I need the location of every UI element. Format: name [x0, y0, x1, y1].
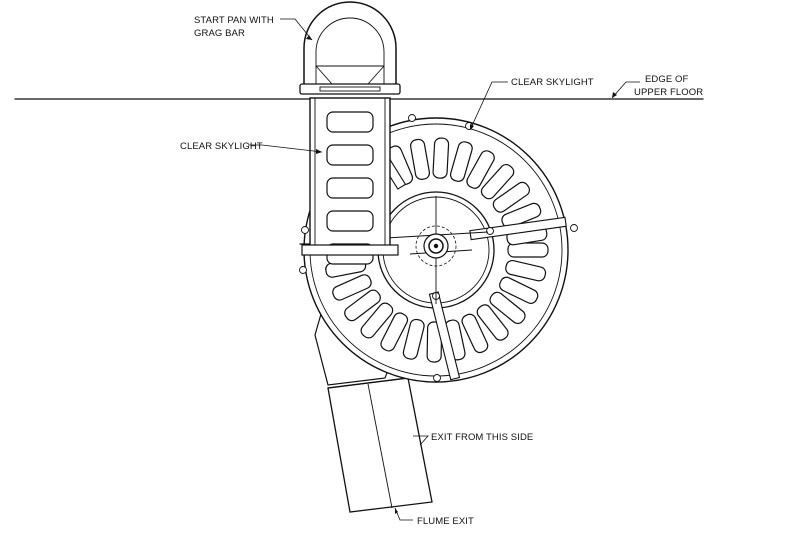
spiral-window	[505, 259, 547, 282]
spiral-window	[432, 137, 450, 179]
start-pan	[299, 1, 401, 95]
spiral-window	[410, 138, 431, 180]
edge-of-floor-label-line1: EDGE OF	[645, 74, 689, 85]
spiral-window	[402, 318, 425, 360]
spiral-window	[360, 302, 394, 339]
flange-bolts	[299, 114, 578, 382]
edge-of-floor-label-line2: UPPER FLOOR	[634, 87, 703, 98]
annotations: START PAN WITH GRAG BAR CLEAR SKYLIGHT C…	[180, 15, 703, 527]
spiral-window	[499, 276, 539, 304]
start-pan-label-line2: GRAG BAR	[194, 28, 245, 39]
spiral-window	[449, 141, 473, 182]
flume-exit-label: FLUME EXIT	[417, 516, 474, 527]
spiral-window	[344, 289, 381, 322]
spiral-window	[480, 163, 515, 200]
start-pan-label-line1: START PAN WITH	[194, 15, 274, 26]
spiral-window	[332, 274, 372, 301]
spiral-skylight-windows	[325, 137, 549, 363]
clear-skylight-label-upper: CLEAR SKYLIGHT	[511, 77, 594, 88]
spiral-window	[476, 304, 509, 341]
spiral-window	[492, 181, 531, 213]
tube-window	[326, 177, 374, 199]
clear-skylight-label-left: CLEAR SKYLIGHT	[180, 141, 263, 152]
leader-lines	[248, 18, 640, 521]
spiral-window	[380, 312, 409, 352]
tube-window	[326, 144, 374, 166]
spiral-window	[501, 202, 542, 229]
exit-side-label: EXIT FROM THIS SIDE	[431, 432, 533, 443]
spiral-window	[461, 313, 489, 354]
spiral-window	[489, 291, 526, 325]
center-pole	[385, 196, 489, 304]
tube-skylight-windows	[326, 111, 374, 265]
tube-window	[326, 210, 374, 232]
tube-window	[326, 111, 374, 133]
spiral-window	[466, 150, 495, 189]
entry-tube	[301, 97, 399, 265]
